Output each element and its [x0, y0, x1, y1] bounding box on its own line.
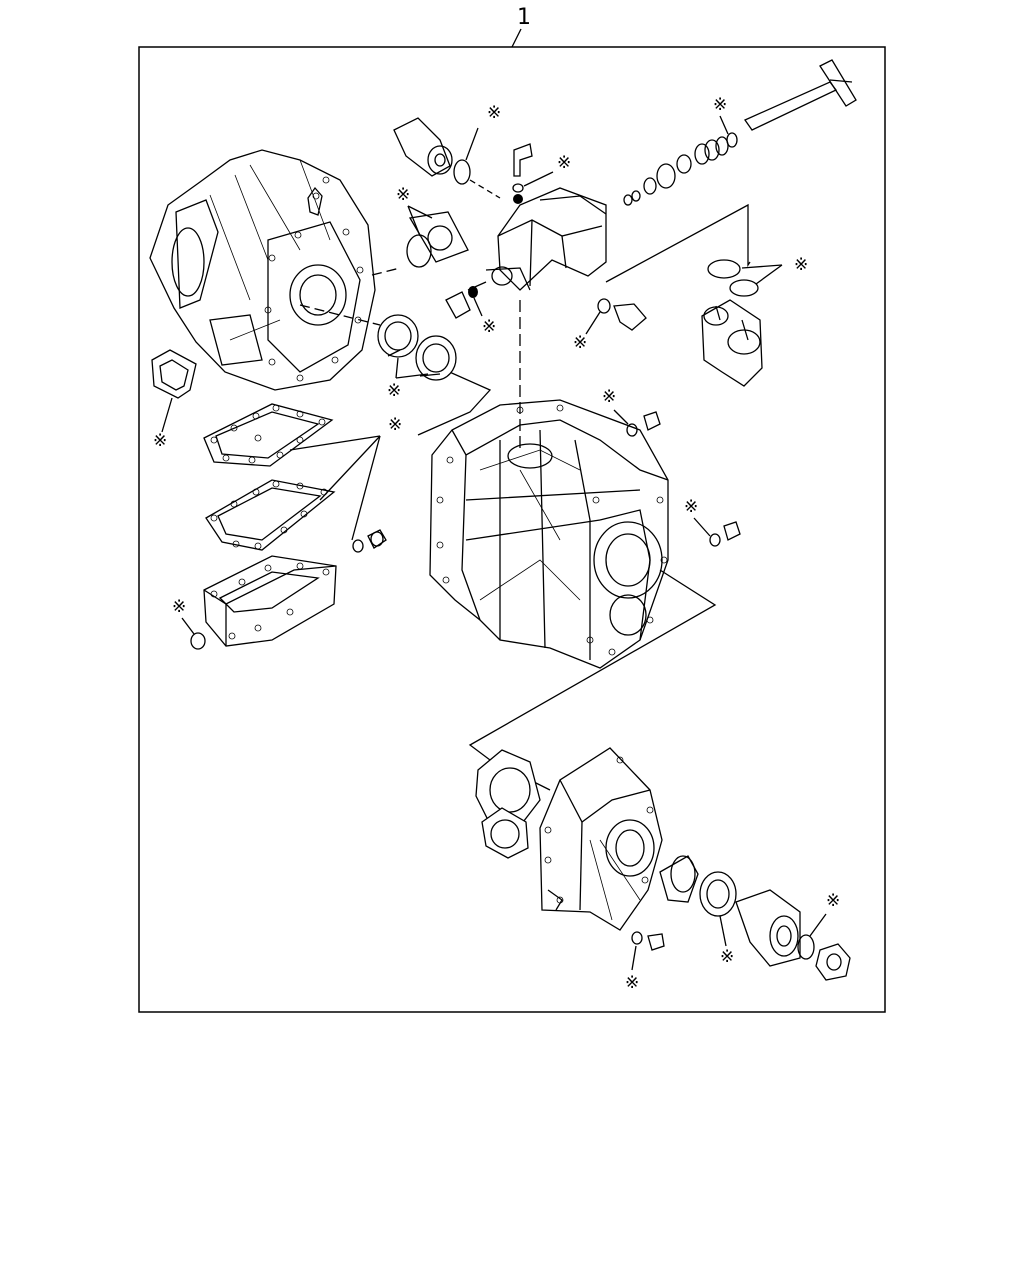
kit-mark: ※	[602, 387, 616, 407]
kit-mark: ※	[487, 103, 501, 123]
companion-flange	[735, 889, 801, 967]
shift-shaft	[744, 59, 857, 131]
oil-seal-pair	[377, 314, 457, 381]
gasket-upper	[203, 403, 334, 467]
kit-mark: ※	[794, 255, 808, 275]
kit-mark: ※	[153, 431, 167, 451]
oil-pan	[203, 555, 337, 647]
o-ring-case-right	[709, 533, 721, 547]
switch-axis	[469, 179, 501, 199]
rear-oil-seal	[699, 871, 737, 917]
vehicle-speed-sensor	[597, 298, 647, 331]
breather-washer	[512, 183, 524, 193]
kit-mark: ※	[387, 381, 401, 401]
kit-mark: ※	[713, 95, 727, 115]
o-ring-flange	[797, 934, 815, 960]
kit-mark: ※	[172, 597, 186, 617]
plug-rear	[647, 933, 665, 951]
shift-springs	[623, 132, 738, 206]
plug-case-right	[723, 521, 741, 541]
kit-mark: ※	[684, 497, 698, 517]
kit-mark: ※	[625, 973, 639, 993]
o-ring-switch	[453, 159, 471, 185]
o-ring-solenoid-1	[707, 259, 741, 279]
extension-housing	[539, 747, 663, 931]
kit-mark: ※	[388, 415, 402, 435]
shift-cover-gasket	[408, 211, 469, 263]
solenoid-valves	[701, 299, 763, 387]
neutral-switch	[393, 117, 453, 177]
bracket-leader-solenoid	[605, 203, 751, 283]
kit-frame	[138, 46, 886, 1013]
drain-plug-left	[352, 529, 387, 553]
kit-mark: ※	[826, 891, 840, 911]
kit-mark: ※	[557, 153, 571, 173]
breather-seal	[513, 194, 523, 204]
rear-bearing	[659, 855, 699, 903]
o-ring-large	[406, 234, 432, 268]
gasket-lower	[205, 479, 336, 551]
clutch-housing	[149, 149, 376, 391]
rear-gasket	[475, 749, 541, 859]
shift-cover-boss	[485, 267, 531, 291]
kit-mark: ※	[720, 947, 734, 967]
o-ring-pan	[190, 632, 206, 650]
transmission-case	[429, 399, 669, 669]
item-number-label: 1	[517, 5, 531, 30]
o-ring-case-top	[626, 423, 638, 437]
shift-cover	[491, 187, 607, 291]
kit-mark: ※	[396, 185, 410, 205]
breather-pipe	[513, 143, 533, 177]
bracket-leader-seals	[417, 369, 492, 436]
cover-gasket-small	[151, 349, 197, 399]
o-ring-solenoid-2	[729, 279, 759, 297]
speed-sensor	[445, 281, 487, 319]
item-leader-line	[511, 28, 522, 48]
plug-case-top	[643, 411, 661, 431]
o-ring-drain-rear	[631, 931, 643, 945]
flange-nut	[815, 943, 851, 981]
kit-mark: ※	[482, 317, 496, 337]
kit-mark: ※	[573, 333, 587, 353]
kit-marks: ※ ※ ※ ※ ※ ※ ※ ※ ※ ※ ※ ※ ※ ※ ※ ※	[153, 95, 840, 993]
